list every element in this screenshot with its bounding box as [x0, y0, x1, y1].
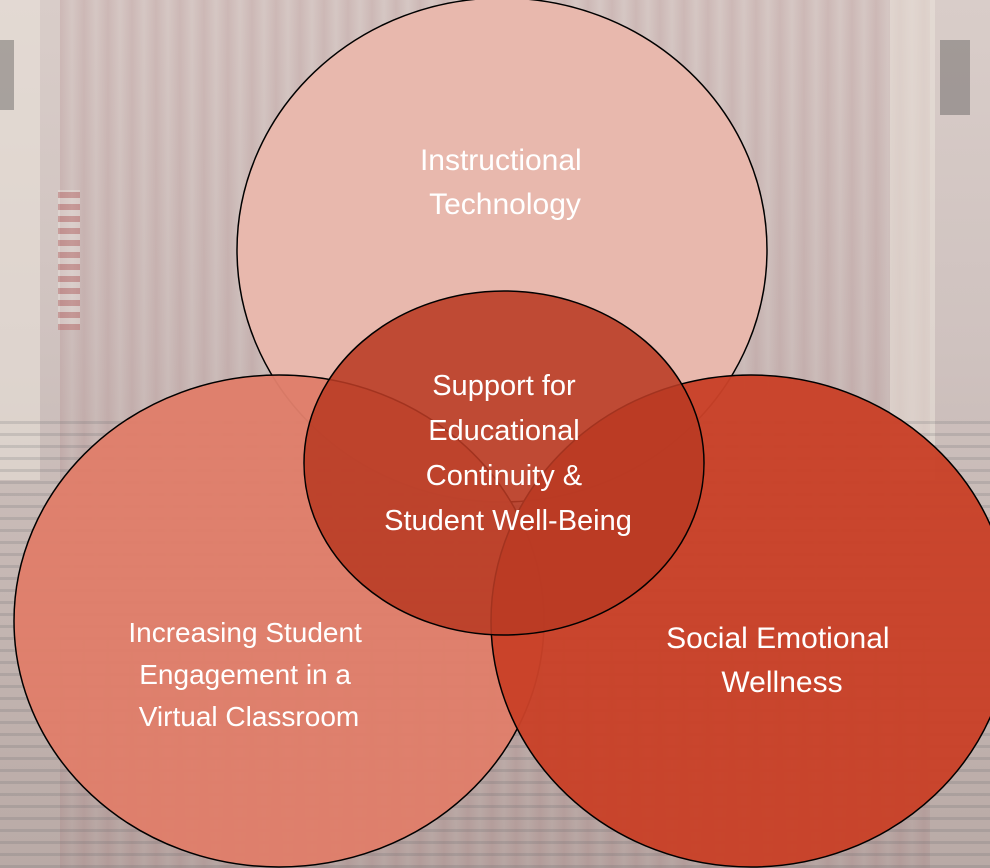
label-line: Engagement in a — [139, 659, 351, 690]
label-line: Wellness — [721, 666, 842, 699]
circle-center-support — [303, 290, 705, 636]
background-pillar-left — [0, 0, 40, 480]
background-speaker-left — [0, 40, 14, 110]
label-center-support: Support for Educational Continuity & Stu… — [384, 370, 632, 537]
label-line: Continuity & — [426, 460, 582, 492]
label-line: Student Well-Being — [384, 505, 632, 537]
label-instructional-technology: Instructional Technology — [420, 144, 590, 221]
background-pillar-right — [890, 0, 935, 480]
label-line: Instructional — [420, 144, 582, 177]
label-line: Support for — [432, 370, 576, 402]
background-flag — [58, 190, 80, 330]
label-social-emotional-wellness: Social Emotional Wellness — [666, 622, 898, 699]
label-line: Educational — [428, 415, 580, 447]
label-line: Technology — [429, 188, 581, 221]
label-line: Social Emotional — [666, 622, 889, 655]
label-line: Increasing Student — [128, 617, 362, 648]
background-speaker-right — [940, 40, 970, 115]
label-student-engagement: Increasing Student Engagement in a Virtu… — [128, 617, 369, 732]
label-line: Virtual Classroom — [139, 701, 359, 732]
